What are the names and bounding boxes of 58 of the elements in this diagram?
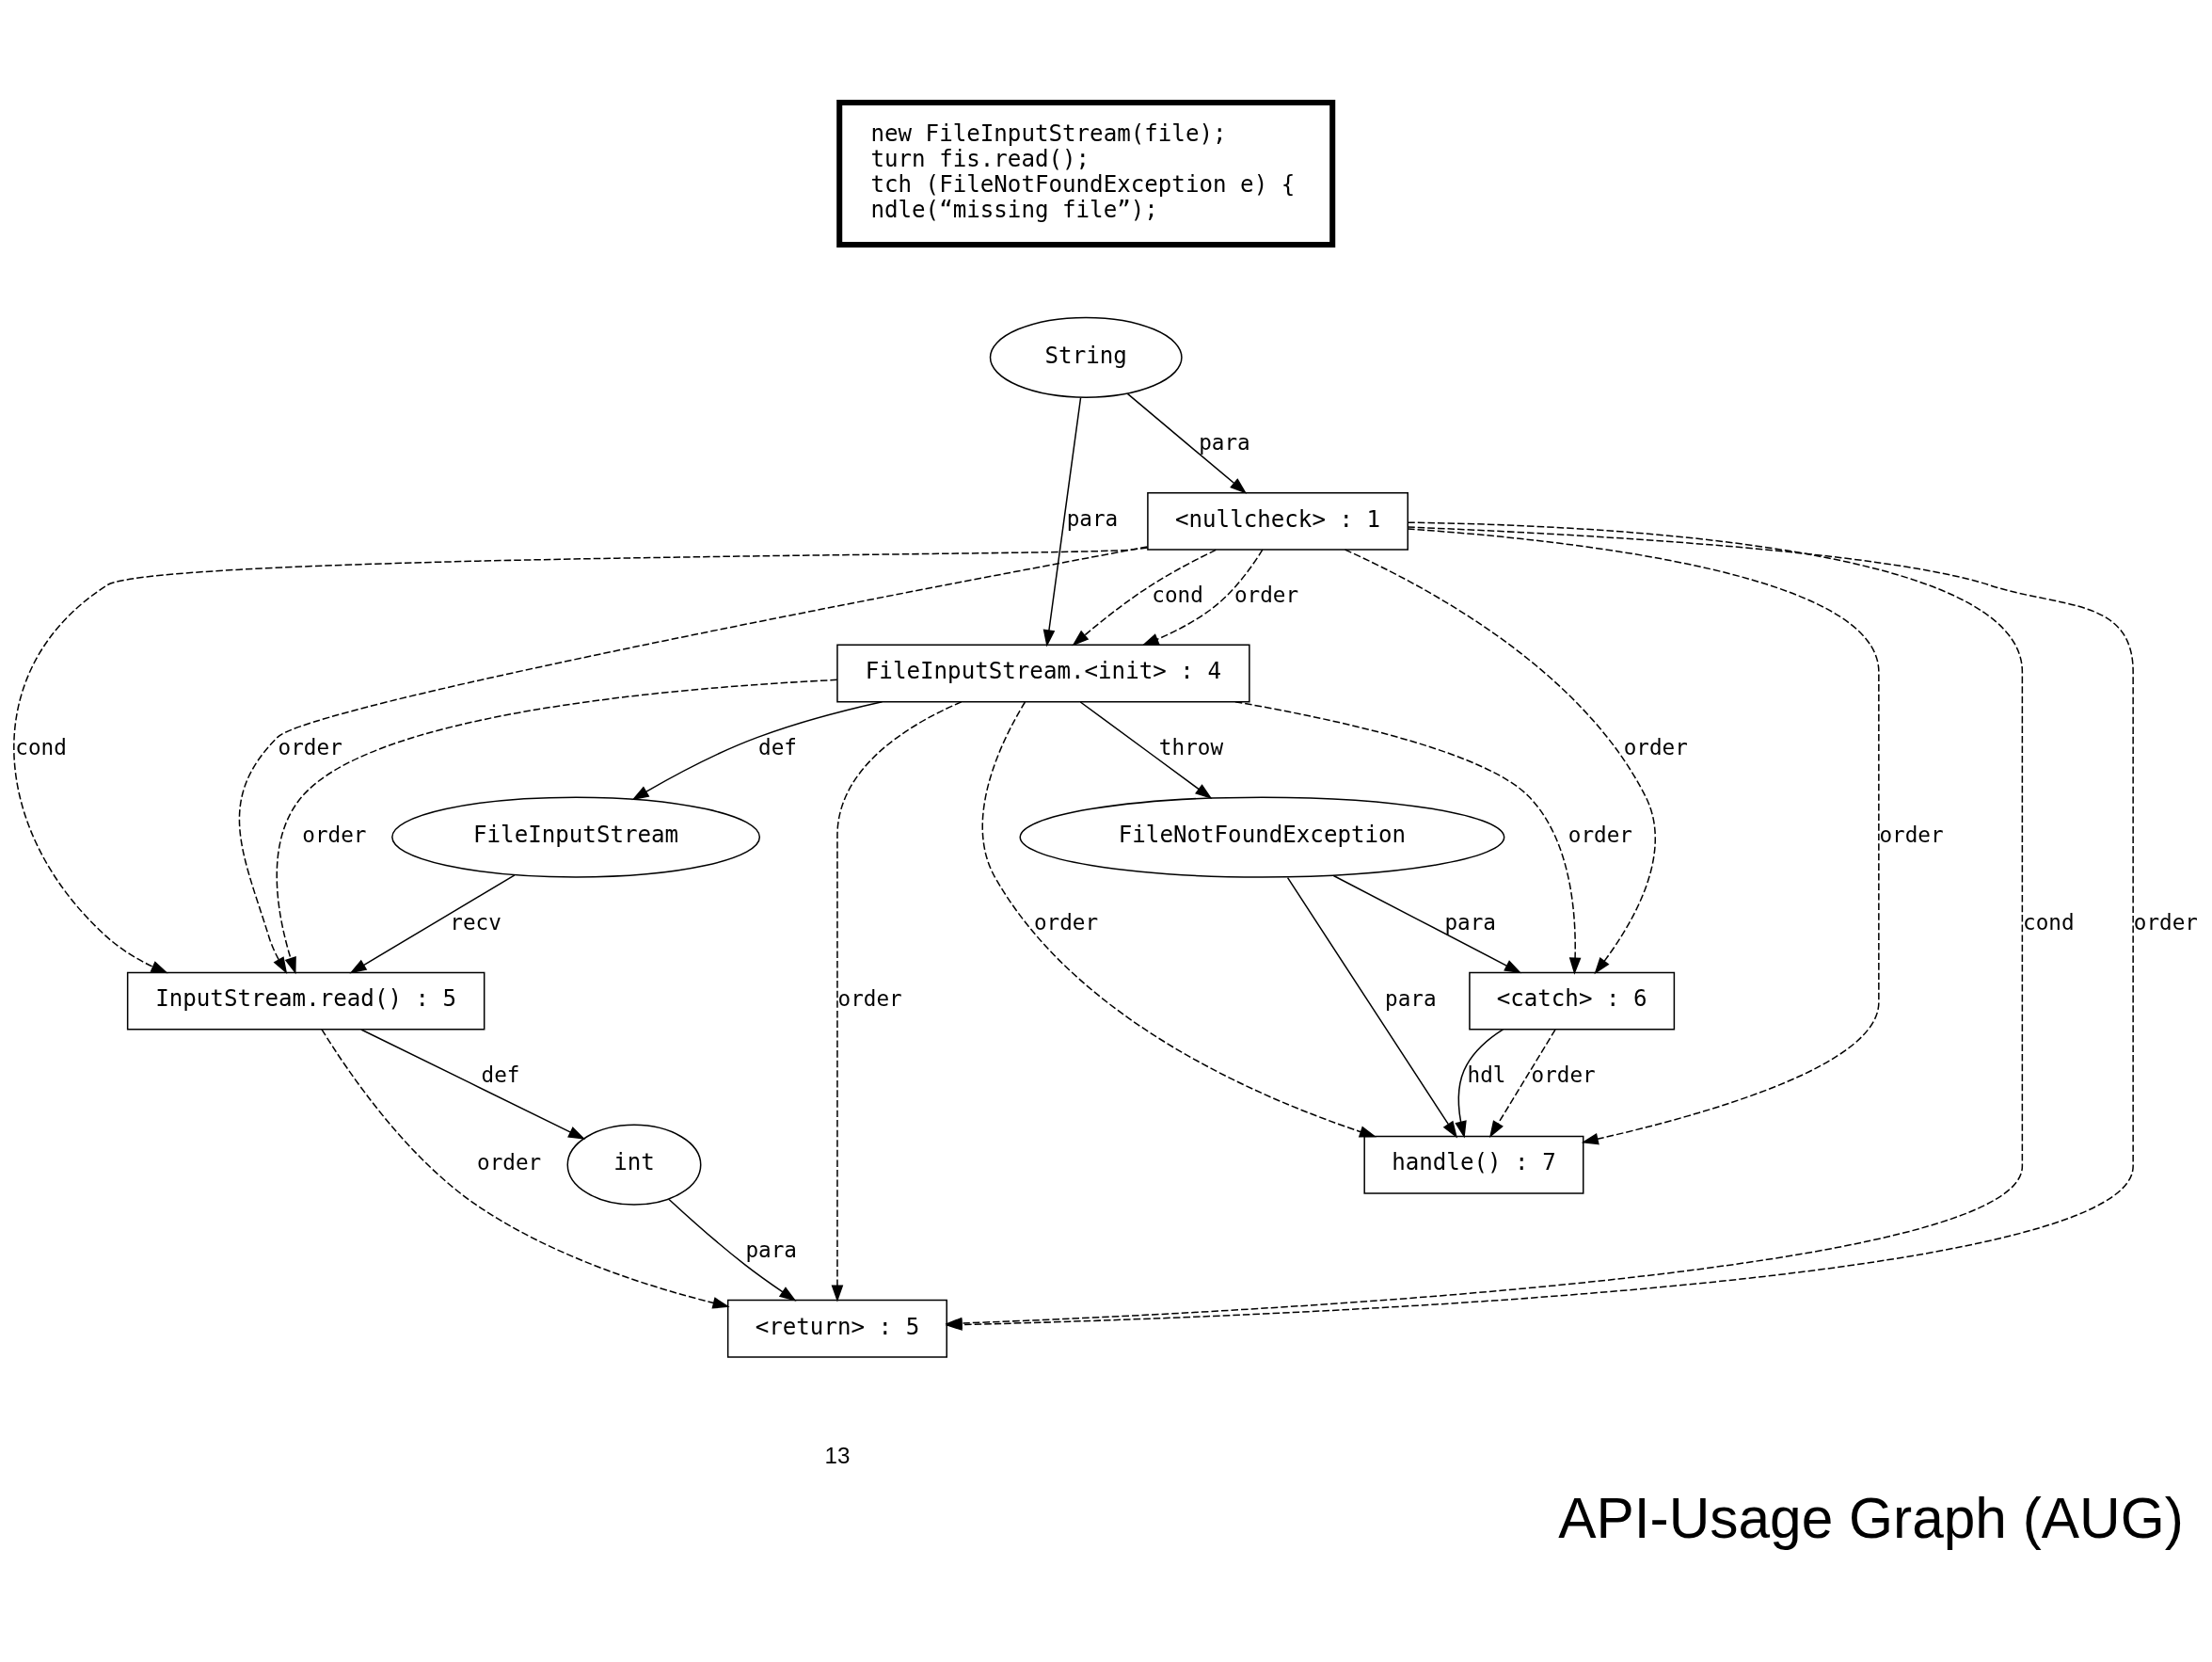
edge-label: order — [1531, 1062, 1596, 1087]
arrow — [1234, 700, 1582, 975]
edge-label: para — [1066, 505, 1119, 531]
edge-label: order — [477, 1149, 542, 1175]
edge-label: recv — [450, 909, 501, 935]
edge-label: throw — [1158, 734, 1224, 759]
arrow — [238, 545, 1149, 974]
arrow — [349, 873, 516, 973]
edge-label: order — [837, 985, 902, 1011]
edge-label: order — [2133, 909, 2198, 935]
node-box: new FileInputStream(file); turn fis.read(); tch (FileNotFoundException e) { ndle(“missing file”); — [836, 99, 1336, 248]
arrow — [1126, 392, 1248, 494]
edge-label: hdl — [1467, 1062, 1506, 1087]
edge-label: para — [745, 1237, 797, 1262]
edge-label: order — [1233, 582, 1299, 607]
node-box: <catch> : 6 — [1469, 971, 1676, 1031]
edge-label: def — [758, 734, 797, 759]
arrow — [1489, 1028, 1556, 1138]
node-box: <return> : 5 — [726, 1299, 947, 1358]
arrow — [831, 700, 963, 1302]
diagram-title: API-Usage Graph (AUG) — [1558, 1485, 2184, 1550]
node-box: InputStream.read() : 5 — [126, 971, 485, 1031]
arrow — [1286, 876, 1457, 1138]
edge-label: cond — [1152, 582, 1203, 607]
arrow — [1455, 1028, 1504, 1138]
node-ellipse: FileNotFoundException — [1019, 795, 1505, 878]
arrow — [981, 700, 1377, 1138]
node-ellipse: String — [989, 316, 1183, 398]
arrow — [1072, 549, 1217, 646]
edge-label: order — [1879, 822, 1944, 847]
edge-label: para — [1199, 429, 1250, 455]
arrow — [1141, 548, 1264, 646]
node-box: <nullcheck> : 1 — [1147, 491, 1408, 551]
edge-label: order — [1623, 734, 1688, 759]
edge-label: order — [1567, 822, 1632, 847]
edge-label: para — [1444, 909, 1496, 935]
edge-label: order — [278, 734, 342, 759]
arrow — [631, 700, 883, 800]
arrow — [1332, 874, 1522, 973]
arrow — [13, 546, 1149, 973]
arrow — [360, 1028, 586, 1140]
node-box: handle() : 7 — [1363, 1135, 1584, 1194]
arrow — [1344, 548, 1657, 974]
arrow — [321, 1028, 730, 1309]
edge-label: para — [1385, 985, 1437, 1011]
arrow — [276, 679, 838, 974]
edge-label: order — [302, 822, 367, 847]
edge-label: def — [481, 1062, 520, 1087]
label: 13 — [824, 1442, 851, 1468]
arrow — [1407, 527, 1880, 1144]
arrow — [1079, 700, 1213, 799]
arrow — [668, 1198, 797, 1302]
edge-label: cond — [15, 734, 67, 759]
edge-label: order — [1033, 909, 1099, 935]
arrow — [1042, 396, 1082, 647]
edge-label: cond — [2023, 909, 2075, 935]
node-ellipse: FileInputStream — [391, 795, 761, 878]
node-box: FileInputStream.<init> : 4 — [836, 644, 1250, 702]
